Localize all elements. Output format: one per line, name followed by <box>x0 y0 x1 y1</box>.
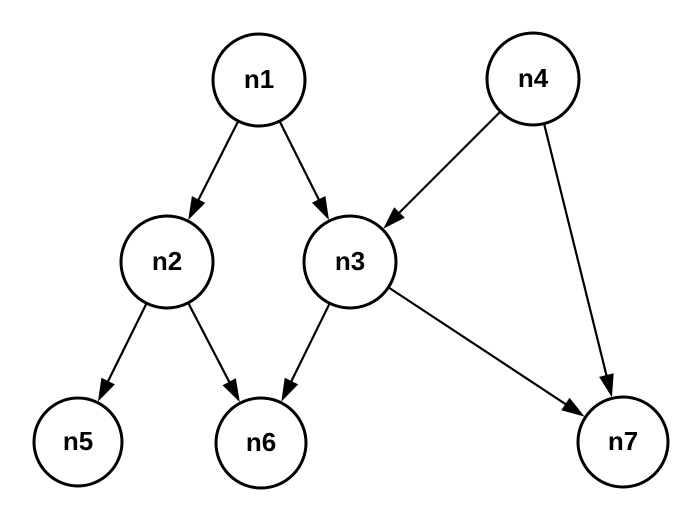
node-label: n6 <box>246 427 276 457</box>
graph-edge: n4 to n3 <box>383 111 501 229</box>
graph-node-n4[interactable]: n4 <box>485 31 581 127</box>
node-label: n2 <box>152 246 182 276</box>
graph-edge: n2 to n6 <box>187 303 240 403</box>
graph-edge: n2 to n5 <box>97 303 148 402</box>
graph-node-n1[interactable]: n1 <box>211 32 307 128</box>
node-label: n1 <box>244 64 274 94</box>
edge-line <box>388 286 569 407</box>
graph-node-n5[interactable]: n5 <box>32 396 124 488</box>
graph-edge: n1 to n3 <box>279 121 329 220</box>
arrowhead-icon <box>222 378 240 403</box>
edge-line <box>196 121 239 203</box>
node-layer: n1 n2 n3 n4 n5 n6 n7 <box>32 31 670 490</box>
graph-edge: n1 to n2 <box>188 121 239 221</box>
node-circle[interactable] <box>211 32 307 128</box>
node-label: n4 <box>518 63 549 93</box>
arrowhead-icon <box>383 207 405 229</box>
node-circle[interactable] <box>485 31 581 127</box>
graph-node-n3[interactable]: n3 <box>302 214 398 310</box>
arrowhead-icon <box>311 196 329 220</box>
node-circle[interactable] <box>576 395 670 489</box>
graph-node-n7[interactable]: n7 <box>576 395 670 489</box>
edge-line <box>396 111 501 216</box>
arrowhead-icon <box>188 196 206 221</box>
edge-line <box>187 303 232 385</box>
edge-line <box>543 124 609 379</box>
node-circle[interactable] <box>214 396 308 490</box>
graph-node-n2[interactable]: n2 <box>119 214 215 310</box>
node-label: n3 <box>335 246 365 276</box>
graph-node-n6[interactable]: n6 <box>214 396 308 490</box>
edge-line <box>105 303 148 385</box>
graph-edge: n3 to n6 <box>281 303 331 402</box>
graph-edge: n3 to n7 <box>388 286 585 417</box>
graph-edge: n4 to n7 <box>543 124 614 398</box>
node-label: n7 <box>608 426 638 456</box>
edge-line <box>279 121 322 203</box>
arrowhead-icon <box>281 377 299 402</box>
node-label: n5 <box>63 426 93 456</box>
node-circle[interactable] <box>32 396 124 488</box>
arrowhead-icon <box>97 377 115 402</box>
edge-layer: n1 to n2 n1 to n3 n4 to n3 n4 to n7 n2 to n5… <box>97 111 614 417</box>
edge-line <box>289 303 331 385</box>
arrowhead-icon <box>599 373 614 398</box>
node-circle[interactable] <box>302 214 398 310</box>
arrowhead-icon <box>561 397 585 417</box>
node-circle[interactable] <box>119 214 215 310</box>
